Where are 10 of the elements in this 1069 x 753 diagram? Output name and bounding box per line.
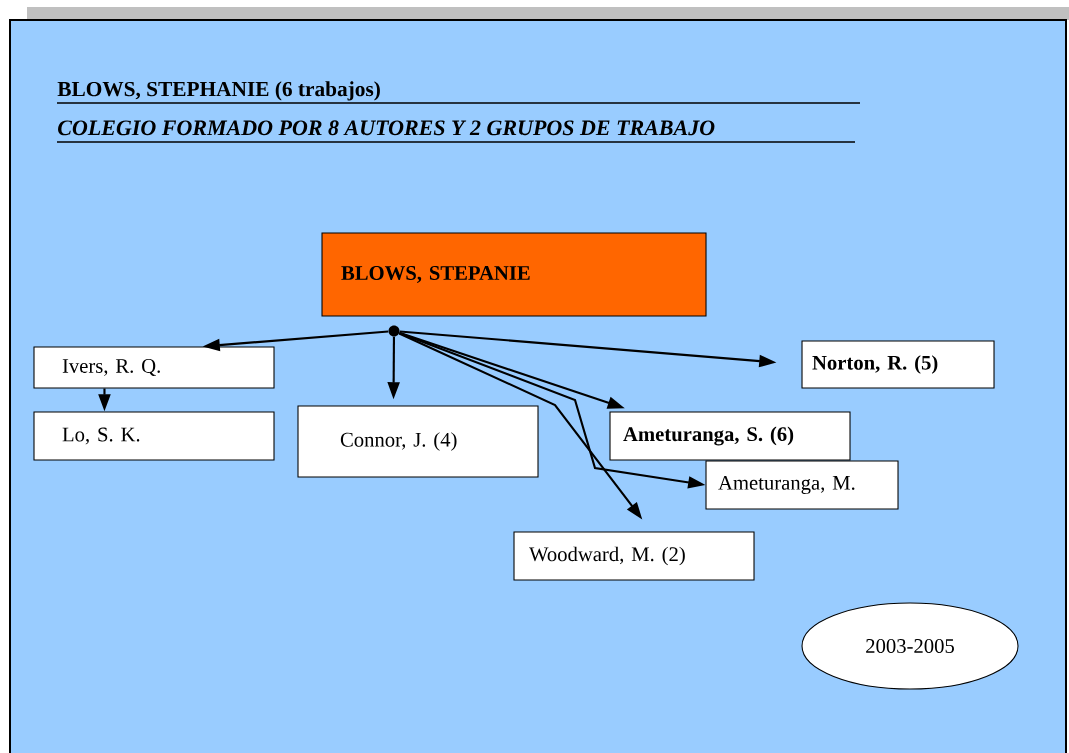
author-box: Ameturanga, M. bbox=[705, 460, 899, 510]
author-box: Ivers, R. Q. bbox=[33, 346, 275, 389]
person-box: BLOWS, STEPANIE bbox=[321, 232, 707, 317]
author-box: Woodward, M. (2) bbox=[513, 531, 755, 581]
author-box: Lo, S. K. bbox=[33, 411, 275, 461]
author-box: Ameturanga, S. (6) bbox=[609, 411, 851, 461]
title: BLOWS, STEPHANIE (6 trabajos) bbox=[56, 81, 861, 104]
subtitle: COLEGIO FORMADO POR 8 AUTORES Y 2 GRUPOS DE TRABAJO bbox=[56, 120, 856, 143]
author-box: Norton, R. (5) bbox=[801, 340, 995, 389]
author-box: Connor, J. (4) bbox=[297, 405, 539, 478]
